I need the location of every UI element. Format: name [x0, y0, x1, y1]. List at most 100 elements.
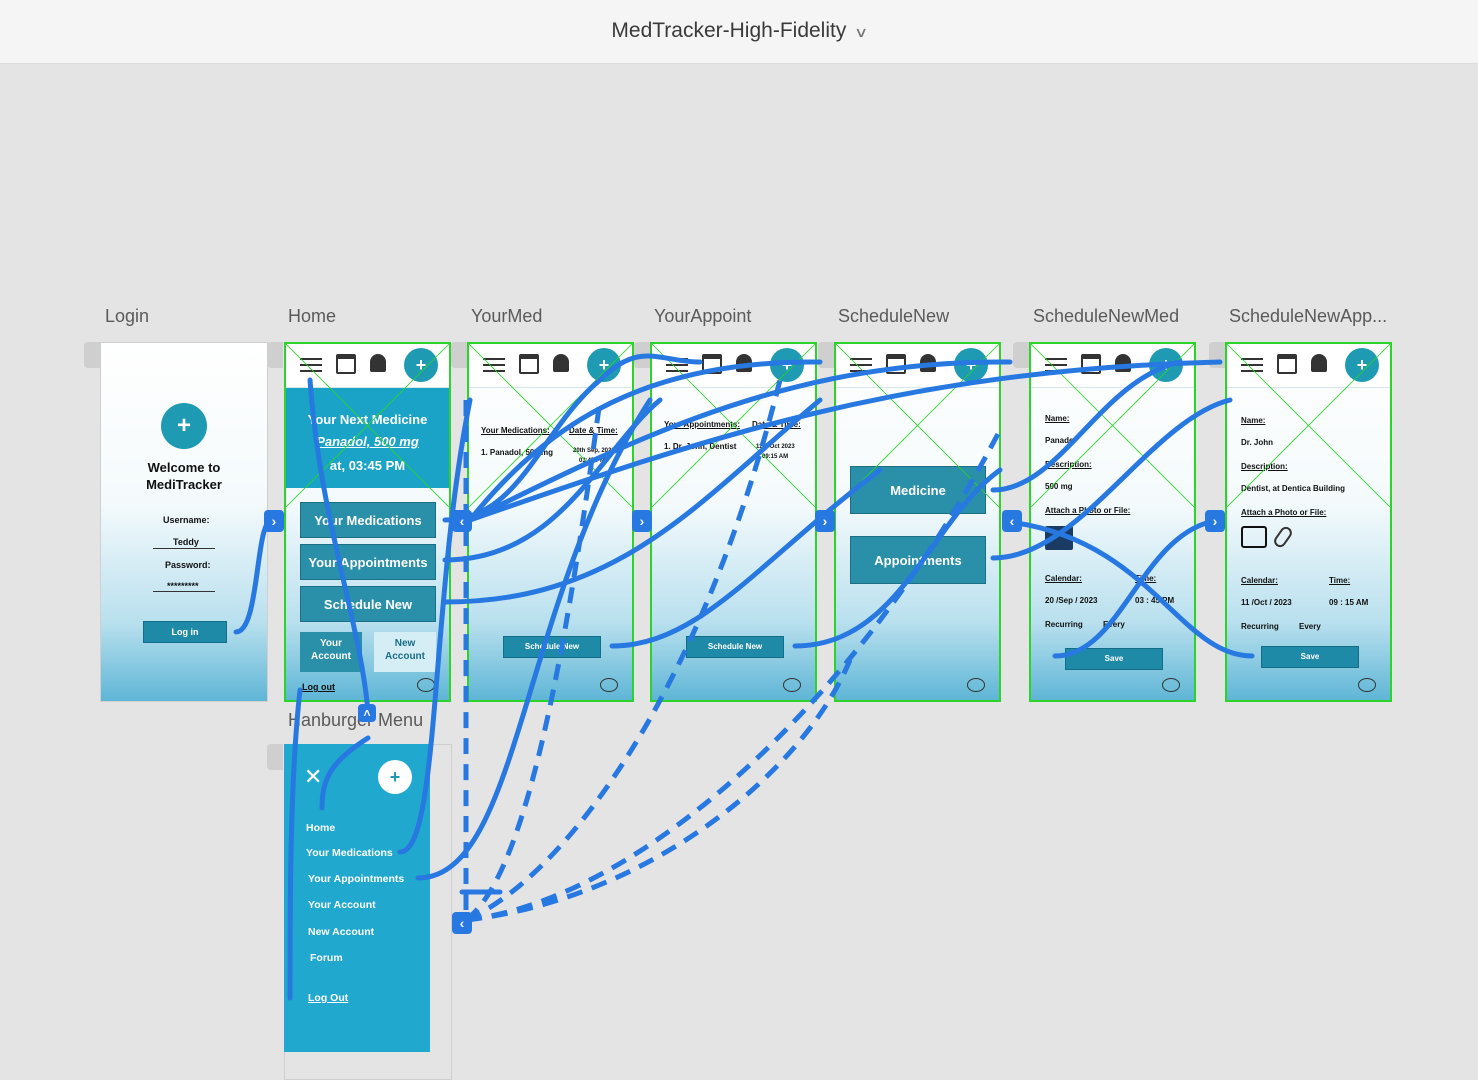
artboard-hamburger[interactable]: ✕ + Home Your Medications Your Appointme…: [284, 744, 430, 1052]
every-field[interactable]: Every: [1103, 620, 1125, 629]
artboard-tab[interactable]: [267, 744, 283, 770]
save-button[interactable]: Save: [1065, 648, 1163, 670]
artboard-label-yourappoint[interactable]: YourAppoint: [654, 306, 752, 326]
artboard-tab[interactable]: [634, 342, 650, 368]
chevron-left-icon[interactable]: ‹: [452, 510, 472, 532]
artboard-tab[interactable]: [818, 342, 834, 368]
artboard-tab[interactable]: [84, 342, 100, 368]
medicine-bottle-icon: +: [404, 348, 438, 382]
chat-icon[interactable]: [967, 678, 985, 692]
calendar-icon[interactable]: [336, 354, 356, 374]
chevron-left-icon[interactable]: ‹: [1002, 510, 1022, 532]
bell-icon[interactable]: [1311, 354, 1327, 372]
your-appointments-button[interactable]: Your Appointments: [300, 544, 436, 580]
name-label: Name:: [1241, 416, 1266, 425]
artboard-home[interactable]: + Your Next Medicine Panadol, 500 mg at,…: [284, 342, 451, 702]
date-field[interactable]: 11 /Oct / 2023: [1241, 598, 1292, 607]
paperclip-icon[interactable]: [1271, 524, 1295, 550]
your-medications-button[interactable]: Your Medications: [300, 502, 436, 538]
password-label: Password:: [165, 560, 211, 570]
time-field[interactable]: 03 : 45 PM: [1135, 596, 1175, 605]
artboard-yourappoint[interactable]: + Your Appointments: Date & Time: 1. Dr.…: [650, 342, 817, 702]
description-field[interactable]: Dentist, at Dentica Building: [1241, 484, 1346, 493]
date-field[interactable]: 20 /Sep / 2023: [1045, 596, 1098, 605]
time-label: Time:: [1135, 574, 1157, 583]
app-header: +: [1227, 344, 1390, 388]
recurring-checkbox[interactable]: Recurring: [1241, 622, 1279, 631]
menu-item-account[interactable]: Your Account: [308, 899, 376, 911]
artboard-label-schedulenewapp[interactable]: ScheduleNewApp...: [1229, 306, 1388, 326]
close-icon[interactable]: ✕: [304, 764, 323, 789]
image-icon[interactable]: [1241, 526, 1267, 548]
chat-icon[interactable]: [783, 678, 801, 692]
every-field[interactable]: Every: [1299, 622, 1321, 631]
placeholder-cross: [652, 344, 815, 507]
chevron-up-icon[interactable]: ˄: [358, 704, 376, 722]
artboard-schedulenew[interactable]: + Medicine Appointments: [834, 342, 1001, 702]
artboard-label-hamburger[interactable]: Hanburger Menu: [288, 710, 424, 730]
artboard-tab[interactable]: [451, 342, 467, 368]
artboard-label-yourmed[interactable]: YourMed: [471, 306, 543, 326]
menu-item-new-account[interactable]: New Account: [308, 926, 375, 938]
menu-item-appointments[interactable]: Your Appointments: [308, 873, 405, 885]
schedule-new-button[interactable]: Schedule New: [686, 636, 784, 658]
username-label: Username:: [163, 515, 210, 525]
top-bar: MedTracker-High-Fidelity∨: [0, 0, 1478, 64]
document-title[interactable]: MedTracker-High-Fidelity∨: [611, 19, 869, 42]
divider: [153, 548, 215, 549]
artboard-tab[interactable]: [267, 342, 283, 368]
schedule-new-button[interactable]: Schedule New: [503, 636, 601, 658]
hamburger-icon[interactable]: [300, 358, 322, 372]
chat-icon[interactable]: [1162, 678, 1180, 692]
artboard-schedulenewapp[interactable]: + Name: Dr. John Description: Dentist, a…: [1225, 342, 1392, 702]
time-field[interactable]: 09 : 15 AM: [1329, 598, 1369, 607]
placeholder-cross: [1227, 344, 1390, 507]
menu-item-medications[interactable]: Your Medications: [306, 847, 393, 859]
calendar-label: Calendar:: [1241, 576, 1278, 585]
image-icon[interactable]: [1045, 526, 1073, 550]
name-field[interactable]: Dr. John: [1241, 438, 1274, 447]
calendar-label: Calendar:: [1045, 574, 1082, 583]
artboard-schedulenewmed[interactable]: + Name: Panadol Description: 500 mg Atta…: [1029, 342, 1196, 702]
artboard-label-schedulenew[interactable]: ScheduleNew: [838, 306, 950, 326]
artboard-yourmed[interactable]: + Your Medications: Date & Time: 1. Pana…: [467, 342, 634, 702]
artboard-label-login[interactable]: Login: [105, 306, 150, 326]
artboard-tab[interactable]: [1013, 342, 1029, 368]
description-label: Description:: [1241, 462, 1288, 471]
placeholder-cross: [286, 344, 449, 507]
bell-icon[interactable]: [370, 354, 386, 372]
login-button[interactable]: Log in: [143, 621, 227, 643]
schedule-new-button[interactable]: Schedule New: [300, 586, 436, 622]
artboard-label-home[interactable]: Home: [288, 306, 337, 326]
chat-icon[interactable]: [417, 678, 435, 692]
hamburger-icon[interactable]: [1241, 358, 1263, 372]
artboard-tab[interactable]: [1209, 342, 1225, 368]
calendar-icon[interactable]: [1277, 354, 1297, 374]
chevron-down-icon[interactable]: ∨: [854, 24, 869, 40]
appointments-button[interactable]: Appointments: [850, 536, 986, 584]
chevron-left-icon[interactable]: ‹: [452, 912, 472, 934]
chat-icon[interactable]: [600, 678, 618, 692]
artboard-label-schedulenewmed[interactable]: ScheduleNewMed: [1033, 306, 1180, 326]
logout-link[interactable]: Log out: [302, 682, 335, 692]
placeholder-cross: [469, 344, 632, 507]
menu-item-home[interactable]: Home: [306, 822, 336, 834]
chevron-right-icon[interactable]: ›: [815, 510, 835, 532]
attach-label: Attach a Photo or File:: [1045, 506, 1131, 515]
divider: [153, 591, 215, 592]
menu-item-forum[interactable]: Forum: [310, 952, 343, 964]
chevron-right-icon[interactable]: ›: [1205, 510, 1225, 532]
medicine-bottle-icon: +: [1345, 348, 1379, 382]
recurring-checkbox[interactable]: Recurring: [1045, 620, 1083, 629]
chevron-right-icon[interactable]: ›: [264, 510, 284, 532]
save-button[interactable]: Save: [1261, 646, 1359, 668]
password-field[interactable]: *********: [167, 581, 199, 591]
chat-icon[interactable]: [1358, 678, 1376, 692]
username-field[interactable]: Teddy: [173, 537, 199, 547]
menu-item-logout[interactable]: Log Out: [308, 992, 349, 1004]
chevron-right-icon[interactable]: ›: [632, 510, 652, 532]
